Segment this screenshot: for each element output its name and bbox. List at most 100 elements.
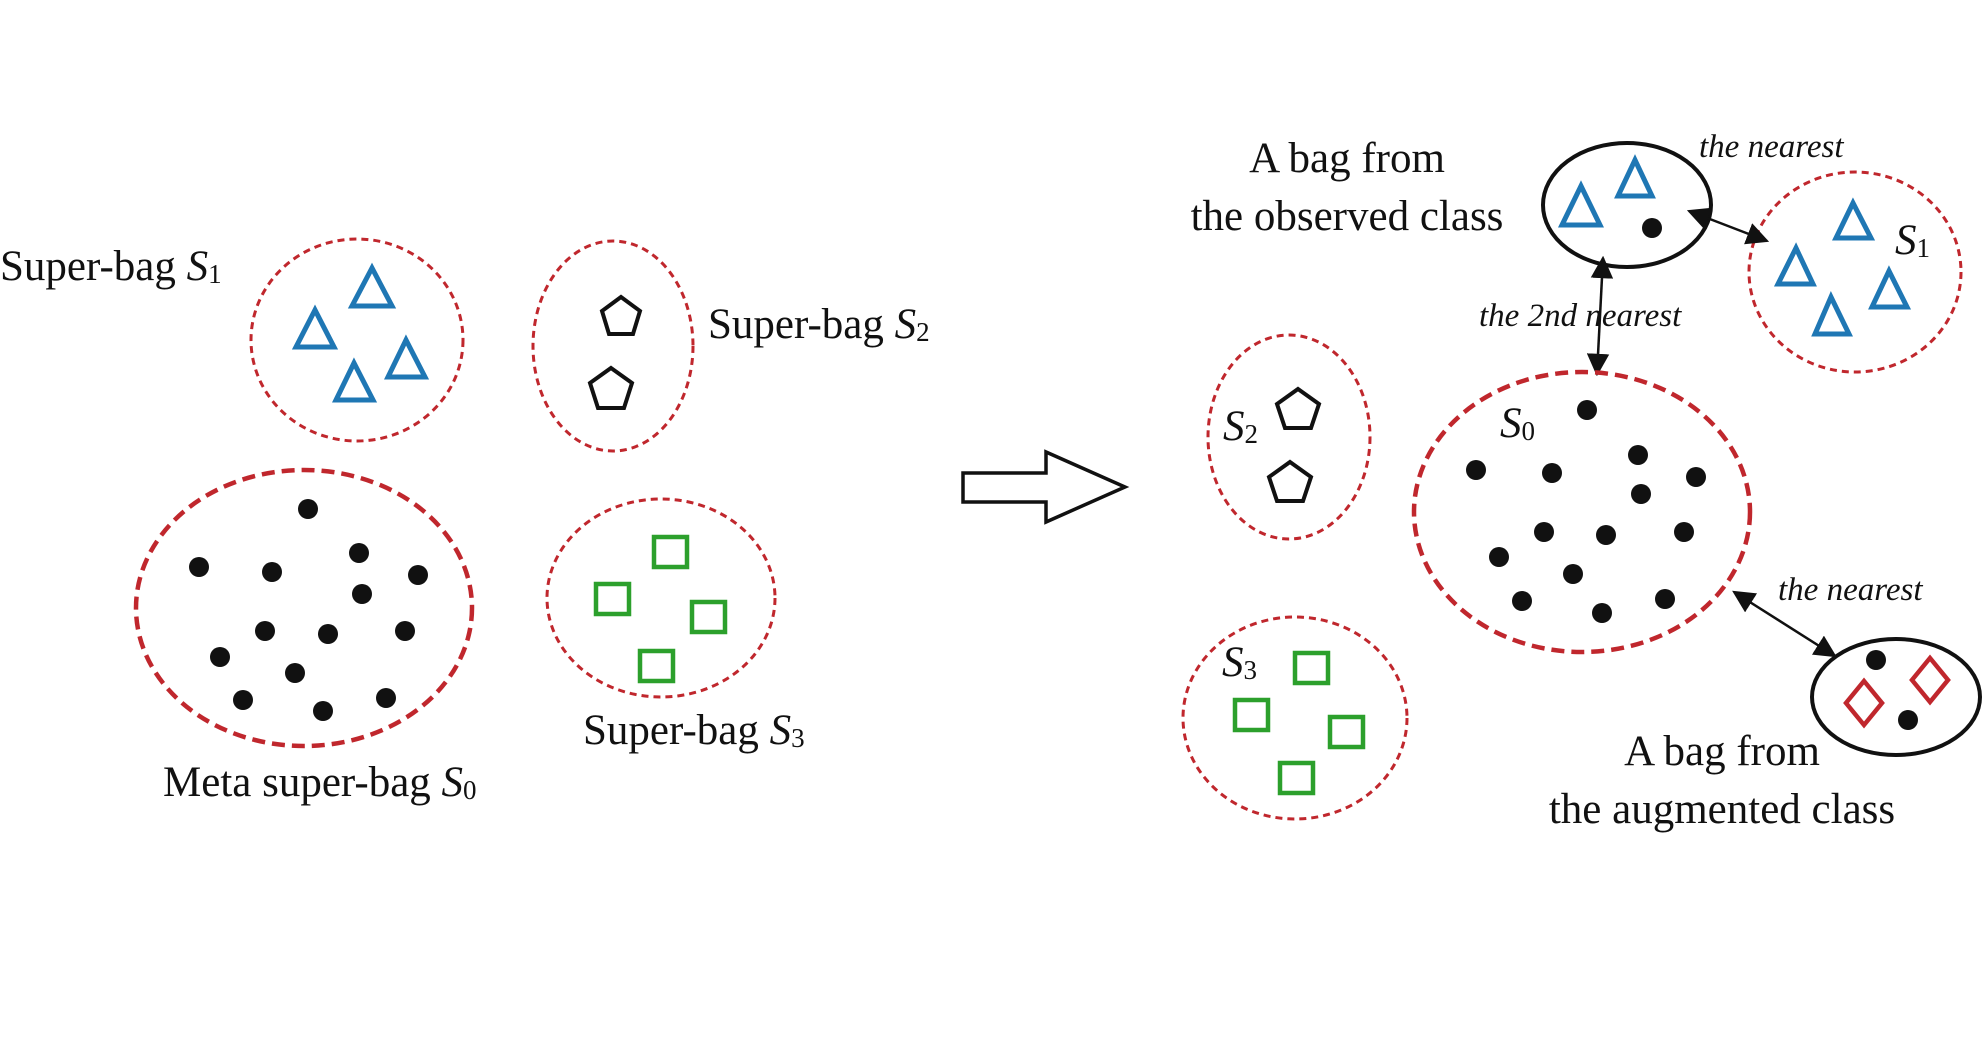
super-bag-s3	[545, 497, 777, 699]
dot-icon	[233, 690, 253, 710]
dot-icon	[1674, 522, 1694, 542]
dot-icon	[1642, 218, 1662, 238]
dot-icon	[1631, 484, 1651, 504]
square-icon	[651, 534, 690, 570]
right-super-bag-s3: S3	[1181, 615, 1409, 821]
nearest-arrow-bottom	[1732, 590, 1837, 658]
super-bag-s3-label-text: Super-bag	[583, 707, 770, 754]
dot-icon	[1592, 603, 1612, 623]
pentagon-icon	[599, 294, 643, 336]
pentagon-icon	[1266, 459, 1314, 503]
dot-icon	[1898, 710, 1918, 730]
meta-super-bag-s0-label-text: Meta super-bag	[163, 759, 442, 806]
super-bag-s2-label-var: S	[895, 301, 917, 348]
dot-icon	[262, 562, 282, 582]
meta-super-bag-s0-label-var: S	[442, 759, 464, 806]
super-bag-s2-label-sub: 2	[916, 317, 930, 347]
dot-icon	[352, 584, 372, 604]
right-s0-label-sub: 0	[1522, 416, 1536, 446]
super-bag-s2-label: Super-bag S2	[708, 301, 930, 348]
right-s3-label-var: S	[1222, 639, 1244, 686]
right-super-bag-s2: S2	[1206, 333, 1372, 541]
diamond-icon	[1909, 654, 1951, 706]
meta-super-bag-s0-label: Meta super-bag S0	[163, 759, 477, 806]
dot-icon	[1466, 460, 1486, 480]
pentagon-icon	[587, 365, 635, 410]
dot-icon	[395, 621, 415, 641]
triangle-icon	[1614, 154, 1656, 199]
triangle-icon	[1832, 197, 1876, 241]
right-meta-super-bag-s0-boundary	[1411, 369, 1753, 655]
nearest-label-top: the nearest	[1699, 129, 1844, 165]
right-super-bag-s3-boundary	[1181, 615, 1409, 821]
right-s2-label-var: S	[1223, 403, 1245, 450]
meta-super-bag-s0-label-sub: 0	[463, 775, 477, 805]
right-s0-label: S0	[1500, 400, 1535, 447]
observed-class-label-line1: A bag from	[1249, 135, 1445, 182]
right-s2-label-sub: 2	[1245, 419, 1259, 449]
right-s1-label-var: S	[1895, 217, 1917, 264]
dot-icon	[1534, 522, 1554, 542]
observed-class-label-line2: the observed class	[1191, 193, 1504, 240]
right-super-bag-s1-boundary	[1747, 170, 1963, 374]
dot-icon	[255, 621, 275, 641]
square-icon	[1292, 650, 1331, 686]
dot-icon	[1655, 589, 1675, 609]
right-s3-label-sub: 3	[1244, 655, 1258, 685]
dot-icon	[1628, 445, 1648, 465]
dot-icon	[210, 647, 230, 667]
triangle-icon	[1773, 242, 1817, 287]
super-bag-s2-boundary	[531, 239, 695, 453]
super-bag-s1-label-sub: 1	[208, 259, 222, 289]
augmented-class-label-line1: A bag from	[1624, 728, 1820, 775]
dot-icon	[1866, 650, 1886, 670]
right-super-bag-s1: S1	[1747, 170, 1963, 374]
square-icon	[1277, 760, 1316, 796]
super-bag-s1-boundary	[249, 237, 465, 443]
square-icon	[637, 648, 676, 684]
second-nearest-arrow	[1586, 255, 1614, 377]
dot-icon	[408, 565, 428, 585]
left-panel: Super-bag S1 Super-bag S2	[0, 237, 930, 806]
dot-icon	[349, 543, 369, 563]
triangle-icon	[1558, 180, 1604, 228]
triangle-icon	[347, 262, 397, 309]
dot-icon	[1563, 564, 1583, 584]
dot-icon	[285, 663, 305, 683]
observed-class-bag	[1541, 141, 1713, 269]
augmented-class-bag	[1810, 637, 1982, 757]
super-bag-s1-label: Super-bag S1	[0, 243, 222, 290]
dot-icon	[298, 499, 318, 519]
dot-icon	[313, 701, 333, 721]
right-s3-label: S3	[1222, 639, 1257, 686]
right-s0-label-var: S	[1500, 400, 1522, 447]
super-bag-s1-label-var: S	[187, 243, 209, 290]
right-meta-super-bag-s0: S0	[1411, 369, 1753, 655]
dot-icon	[1512, 591, 1532, 611]
triangle-icon	[332, 357, 378, 403]
dot-icon	[1577, 400, 1597, 420]
nearest-label-bottom: the nearest	[1778, 572, 1923, 608]
triangle-icon	[1811, 291, 1853, 337]
dot-icon	[1596, 525, 1616, 545]
nearest-arrow-top	[1686, 207, 1770, 245]
diamond-icon	[1843, 677, 1885, 729]
super-bag-s2	[531, 239, 695, 453]
observed-class-bag-boundary	[1541, 141, 1713, 269]
pentagon-icon	[1274, 386, 1322, 430]
dot-icon	[189, 557, 209, 577]
dot-icon	[1542, 463, 1562, 483]
triangle-icon	[1868, 265, 1912, 310]
right-super-bag-s2-boundary	[1206, 333, 1372, 541]
right-s1-label: S1	[1895, 217, 1930, 264]
right-panel: A bag from the observed class S1 the nea…	[1181, 129, 1982, 833]
right-s2-label: S2	[1223, 403, 1258, 450]
triangle-icon	[384, 334, 430, 380]
super-bag-s3-label: Super-bag S3	[583, 707, 805, 754]
hollow-right-arrow-icon	[961, 449, 1130, 525]
meta-super-bag-s0	[133, 467, 475, 749]
square-icon	[1232, 697, 1271, 733]
meta-super-bag-s0-boundary	[133, 467, 475, 749]
super-bag-s2-label-text: Super-bag	[708, 301, 895, 348]
